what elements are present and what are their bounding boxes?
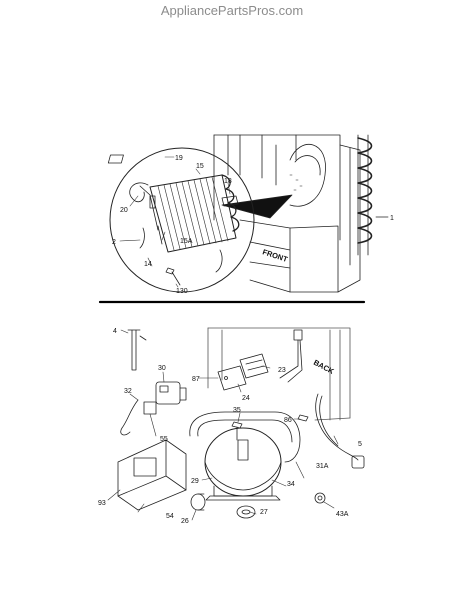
part-label-43a: 43A bbox=[336, 511, 349, 518]
relay-30[interactable] bbox=[155, 381, 187, 405]
part-label-23: 23 bbox=[278, 367, 286, 374]
front-label: FRONT bbox=[261, 247, 289, 264]
part-label-14: 14 bbox=[144, 261, 152, 268]
part-label-20: 20 bbox=[120, 207, 128, 214]
part-label-2: 2 bbox=[112, 239, 116, 246]
part-label-26: 26 bbox=[181, 518, 189, 525]
part-label-55: 55 bbox=[160, 436, 168, 443]
part-label-35: 35 bbox=[233, 407, 241, 414]
bolt-35[interactable] bbox=[231, 421, 243, 441]
part-label-54: 54 bbox=[166, 513, 174, 520]
wire-harness[interactable] bbox=[279, 329, 303, 383]
part-label-30: 30 bbox=[158, 365, 166, 372]
part-label-27: 27 bbox=[260, 509, 268, 516]
screw-86[interactable] bbox=[297, 414, 309, 422]
detail-magnifier-circle bbox=[109, 147, 255, 293]
back-condenser-coil[interactable] bbox=[357, 134, 389, 256]
part-label-34: 34 bbox=[287, 481, 295, 488]
grommet-27[interactable] bbox=[236, 505, 256, 519]
loop-tube-31a[interactable] bbox=[189, 411, 301, 463]
part-label-15: 15 bbox=[196, 163, 204, 170]
part-label-19: 19 bbox=[175, 155, 183, 162]
control-box-54[interactable] bbox=[117, 439, 187, 511]
condenser-coil[interactable] bbox=[149, 174, 240, 253]
site-header[interactable]: AppliancePartsPros.com bbox=[160, 3, 304, 18]
sleeve-26[interactable] bbox=[190, 493, 206, 511]
pad-18[interactable] bbox=[221, 195, 239, 207]
cabinet-rear-outline bbox=[207, 327, 351, 421]
capacitor-23[interactable] bbox=[239, 353, 269, 379]
back-label: BACK bbox=[312, 358, 336, 376]
part-label-1: 1 bbox=[390, 215, 394, 222]
pad-19[interactable] bbox=[107, 154, 124, 164]
part-label-130: 130 bbox=[176, 288, 188, 295]
drier-tubing[interactable] bbox=[129, 182, 223, 273]
part-label-93: 93 bbox=[98, 500, 106, 507]
part-label-4: 4 bbox=[113, 328, 117, 335]
part-label-18: 18 bbox=[224, 178, 232, 185]
part-label-32: 32 bbox=[124, 388, 132, 395]
compressor-29[interactable] bbox=[204, 427, 282, 501]
part-label-5: 5 bbox=[358, 441, 362, 448]
part-label-87: 87 bbox=[192, 376, 200, 383]
part-label-29: 29 bbox=[191, 478, 199, 485]
part-label-31a: 31A bbox=[316, 463, 329, 470]
part-label-24: 24 bbox=[242, 395, 250, 402]
clamp-43a[interactable] bbox=[314, 492, 326, 504]
power-cord-5[interactable] bbox=[315, 393, 365, 469]
screw-130[interactable] bbox=[165, 267, 181, 286]
tube-4[interactable] bbox=[127, 329, 147, 371]
part-label-86: 86 bbox=[284, 417, 292, 424]
bracket-24[interactable] bbox=[217, 365, 247, 391]
part-label-15a: 15A bbox=[180, 238, 193, 245]
cabinet-outline bbox=[213, 134, 361, 293]
